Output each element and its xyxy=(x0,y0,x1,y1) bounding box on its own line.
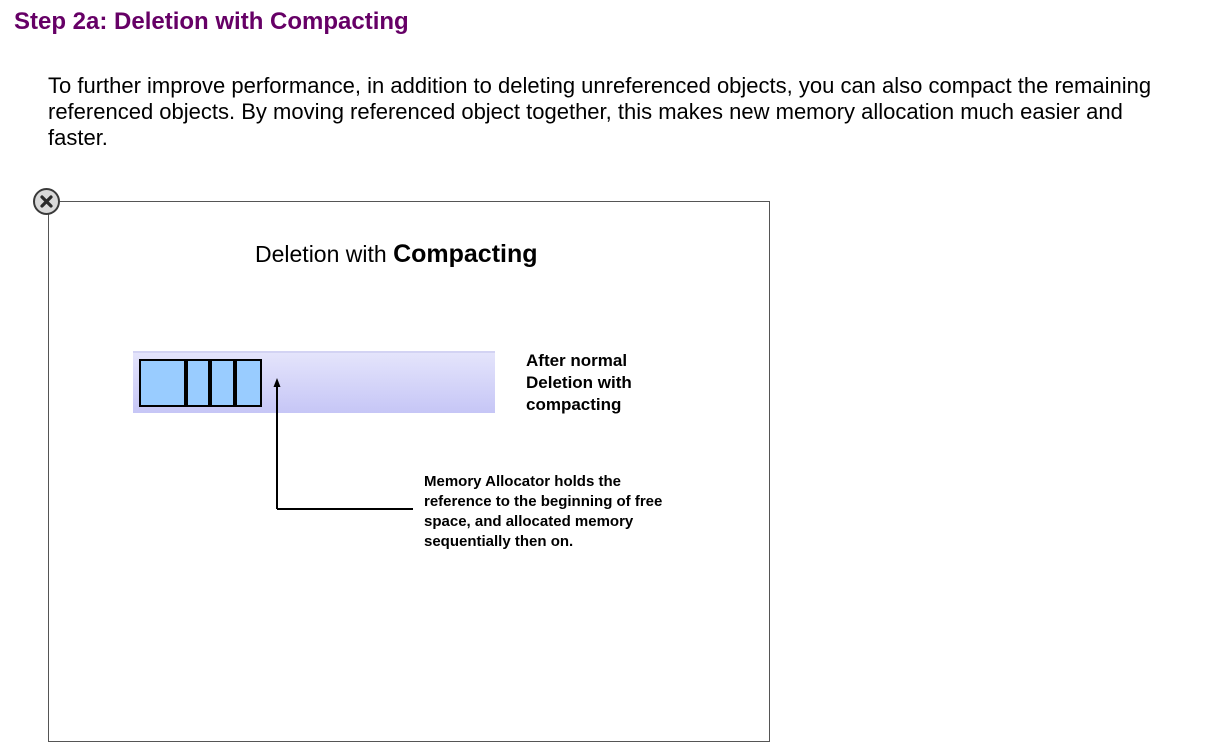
referenced-object xyxy=(210,359,235,407)
intro-paragraph: To further improve performance, in addit… xyxy=(48,73,1152,150)
close-icon xyxy=(40,195,53,208)
referenced-object xyxy=(235,359,262,407)
heap-state-label: After normal Deletion with compacting xyxy=(526,351,632,414)
referenced-object xyxy=(139,359,186,407)
allocator-note: Memory Allocator holds the reference to … xyxy=(424,473,663,550)
figure-title: Deletion with Compacting xyxy=(255,240,538,269)
page-heading: Step 2a: Deletion with Compacting xyxy=(14,8,409,35)
referenced-object xyxy=(186,359,210,407)
figure-title-plain: Deletion with xyxy=(255,241,394,267)
diagram-figure: Deletion with Compacting After normal De… xyxy=(48,201,770,742)
figure-title-bold: Compacting xyxy=(393,240,538,268)
heap-memory-bar xyxy=(133,351,495,413)
close-button[interactable] xyxy=(33,188,60,215)
